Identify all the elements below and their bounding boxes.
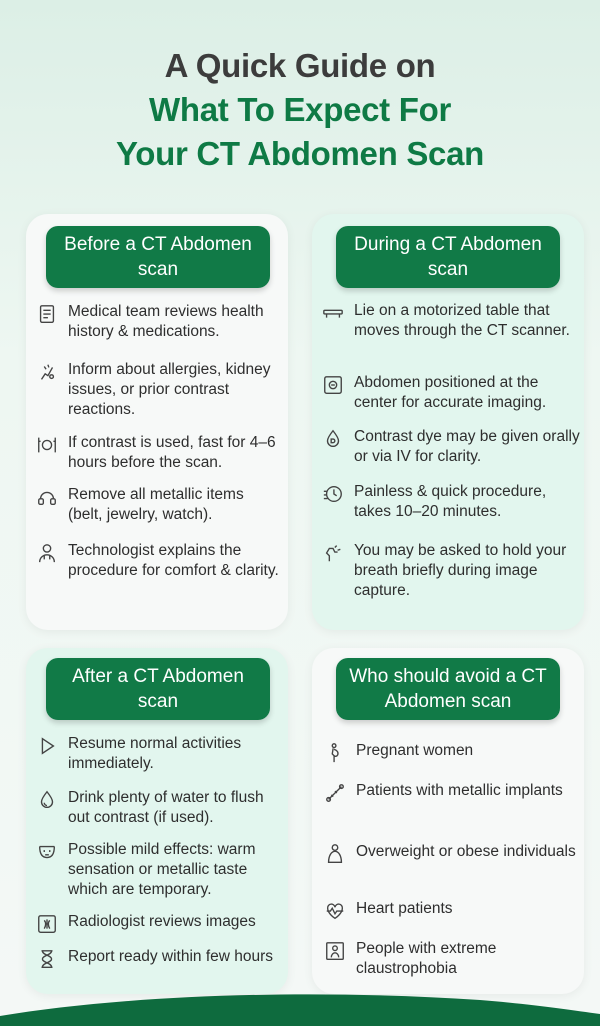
list-item: Medical team reviews health history & me… (36, 302, 282, 342)
item-text: Lie on a motorized table that moves thro… (354, 302, 570, 339)
list-item: Remove all metallic items (belt, jewelry… (36, 485, 282, 525)
list-item: Drink plenty of water to flush out contr… (36, 788, 282, 828)
during-title-pill: During a CT Abdomen scan (336, 226, 560, 288)
contrast-dye-icon (322, 428, 344, 450)
title-line-1: A Quick Guide on (164, 47, 436, 84)
radiology-image-icon (36, 913, 58, 935)
after-title-pill: After a CT Abdomen scan (46, 658, 270, 720)
technologist-icon (36, 542, 58, 564)
list-item: If contrast is used, fast for 4–6 hours … (36, 433, 282, 473)
list-item: Contrast dye may be given orally or via … (322, 427, 584, 467)
pregnant-woman-icon (324, 742, 346, 764)
quick-timer-icon (322, 483, 344, 505)
item-text: You may be asked to hold your breath bri… (354, 542, 567, 599)
list-item: Pregnant women (324, 741, 584, 764)
item-text: If contrast is used, fast for 4–6 hours … (68, 434, 276, 471)
abdomen-scan-icon (322, 374, 344, 396)
motorized-table-icon (322, 302, 344, 324)
fasting-plate-icon (36, 434, 58, 456)
clipboard-icon (36, 303, 58, 325)
title-line-2: What To Expect For (149, 91, 451, 128)
item-text: Report ready within few hours (68, 948, 274, 965)
claustrophobia-icon (324, 940, 346, 962)
item-text: Patients with metallic implants (356, 782, 563, 799)
list-item: Patients with metallic implants (324, 781, 584, 804)
list-item: Resume normal activities immediately. (36, 734, 282, 774)
item-text: Painless & quick procedure, takes 10–20 … (354, 483, 547, 520)
title-line-3: Your CT Abdomen Scan (115, 135, 485, 172)
metal-implant-icon (324, 782, 346, 804)
item-text: Overweight or obese individuals (356, 843, 576, 860)
list-item: Overweight or obese individuals (324, 842, 584, 865)
mild-effects-icon (36, 841, 58, 863)
item-text: People with extreme claustrophobia (356, 940, 497, 977)
resume-play-icon (36, 735, 58, 757)
list-item: Painless & quick procedure, takes 10–20 … (322, 482, 584, 522)
item-text: Pregnant women (356, 742, 474, 759)
hold-breath-icon (322, 542, 344, 564)
item-text: Resume normal activities immediately. (68, 735, 242, 772)
list-item: Radiologist reviews images (36, 912, 282, 935)
list-item: Possible mild effects: warm sensation or… (36, 840, 282, 900)
list-item: Inform about allergies, kidney issues, o… (36, 360, 282, 420)
list-item: Heart patients (324, 899, 584, 922)
water-drop-icon (36, 789, 58, 811)
list-item: Abdomen positioned at the center for acc… (322, 373, 584, 413)
avoid-title-pill: Who should avoid a CT Abdomen scan (336, 658, 560, 720)
list-item: Technologist explains the procedure for … (36, 541, 282, 581)
before-title-pill: Before a CT Abdomen scan (46, 226, 270, 288)
item-text: Radiologist reviews images (68, 913, 256, 930)
item-text: Possible mild effects: warm sensation or… (68, 841, 256, 898)
hourglass-icon (36, 948, 58, 970)
item-text: Drink plenty of water to flush out contr… (68, 789, 264, 826)
item-text: Abdomen positioned at the center for acc… (354, 374, 547, 411)
list-item: Report ready within few hours (36, 947, 282, 970)
metal-items-icon (36, 486, 58, 508)
overweight-person-icon (324, 843, 346, 865)
bottom-wave-decoration (0, 994, 600, 1026)
list-item: People with extreme claustrophobia (324, 939, 584, 979)
allergy-hand-icon (36, 361, 58, 383)
page-title: A Quick Guide on What To Expect For Your… (0, 44, 600, 176)
item-text: Technologist explains the procedure for … (68, 542, 279, 579)
item-text: Heart patients (356, 900, 453, 917)
item-text: Remove all metallic items (belt, jewelry… (68, 486, 244, 523)
item-text: Medical team reviews health history & me… (68, 303, 264, 340)
item-text: Inform about allergies, kidney issues, o… (68, 361, 271, 418)
heart-pulse-icon (324, 900, 346, 922)
list-item: You may be asked to hold your breath bri… (322, 541, 584, 601)
item-text: Contrast dye may be given orally or via … (354, 428, 580, 465)
list-item: Lie on a motorized table that moves thro… (322, 301, 584, 341)
